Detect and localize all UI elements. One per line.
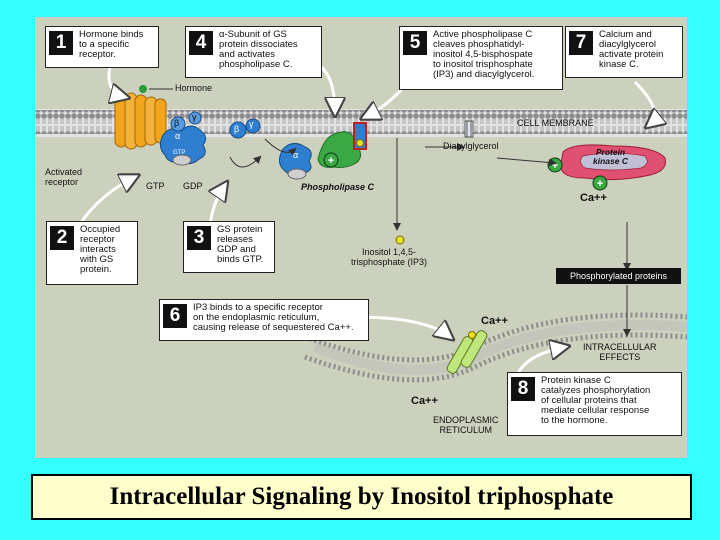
flow-arrows [229, 138, 631, 337]
ca-pkc-label: Ca++ [580, 192, 607, 204]
step-2-text: Occupied receptor interacts with GS prot… [80, 224, 121, 275]
step-4-text: α-Subunit of GS protein dissociates and … [219, 29, 298, 70]
step-1-text: Hormone binds to a specific receptor. [79, 29, 144, 60]
alpha-subunit [279, 143, 312, 180]
beta-gamma-subunit [229, 118, 261, 139]
phosphorylated-proteins-label: Phosphorylated proteins [556, 268, 681, 284]
step-3-box: 3 GS protein releases GDP and binds GTP. [183, 221, 275, 273]
step-4-number: 4 [189, 31, 213, 55]
step-7-box: 7 Calcium and diacylglycerol activate pr… [565, 26, 683, 78]
step-5-text: Active phospholipase C cleaves phosphati… [433, 29, 535, 80]
step-6-text: IP3 binds to a specific receptor on the … [193, 302, 354, 333]
step-7-text: Calcium and diacylglycerol activate prot… [599, 29, 664, 70]
er-label: ENDOPLASMIC RETICULUM [433, 415, 499, 435]
svg-text:+: + [328, 155, 334, 167]
phospholipase-c-enzyme: + [317, 122, 367, 168]
gamma-free-label: γ [249, 119, 254, 129]
gdp-label: GDP [183, 181, 203, 191]
diacylglycerol-label: Diacylglycerol [443, 141, 499, 151]
slide-caption: Intracellular Signaling by Inositol trip… [31, 474, 692, 520]
step-2-number: 2 [50, 226, 74, 250]
step-7-number: 7 [569, 31, 593, 55]
hormone-label: Hormone [175, 83, 213, 93]
diacylglycerol-molecule [464, 120, 474, 138]
step-2-box: 2 Occupied receptor interacts with GS pr… [46, 221, 138, 285]
step-5-box: 5 Active phospholipase C cleaves phospha… [399, 26, 563, 90]
step-6-number: 6 [163, 304, 187, 328]
pkc-label: Protein kinase C [593, 147, 628, 166]
step-3-number: 3 [187, 226, 211, 250]
signaling-diagram: + + + [35, 17, 687, 458]
beta-free-label: β [234, 124, 240, 134]
diagram-graphics: + + + [35, 57, 687, 388]
step-3-text: GS protein releases GDP and binds GTP. [217, 224, 264, 265]
g-protein [159, 111, 207, 166]
gamma-receptor-label: γ [192, 112, 197, 122]
phospholipase-label: Phospholipase C [301, 182, 375, 192]
gtp-label: GTP [146, 181, 165, 191]
hormone-molecule [139, 85, 147, 93]
ip3-label: Inositol 1,4,5- trisphosphate (IP3) [351, 247, 428, 267]
cell-membrane-label: CELL MEMBRANE [517, 118, 594, 128]
step-8-box: 8 Protein kinase C catalyzes phosphoryla… [507, 372, 682, 436]
receptor [114, 92, 167, 150]
ca-receptor-label: Ca++ [481, 315, 508, 327]
beta-receptor-label: β [174, 118, 180, 128]
ip3-molecule [395, 235, 405, 245]
step-1-number: 1 [49, 31, 73, 55]
step-8-number: 8 [511, 377, 535, 401]
alpha-free-label: α [293, 150, 299, 160]
step-4-box: 4 α-Subunit of GS protein dissociates an… [185, 26, 322, 78]
gtp-small-label: GTP [173, 150, 186, 156]
ip3-receptor-channel [446, 330, 488, 374]
step-6-box: 6 IP3 binds to a specific receptor on th… [159, 299, 369, 341]
alpha-receptor-label: α [175, 131, 181, 141]
intracellular-effects-label: INTRACELLULAR EFFECTS [583, 342, 657, 362]
svg-text:+: + [597, 178, 603, 190]
svg-text:+: + [552, 160, 558, 172]
step-5-number: 5 [403, 31, 427, 55]
step-8-text: Protein kinase C catalyzes phosphorylati… [541, 375, 651, 426]
ca-er-label: Ca++ [411, 395, 438, 407]
activated-receptor-label: Activated receptor [45, 167, 83, 187]
step-1-box: 1 Hormone binds to a specific receptor. [45, 26, 159, 68]
